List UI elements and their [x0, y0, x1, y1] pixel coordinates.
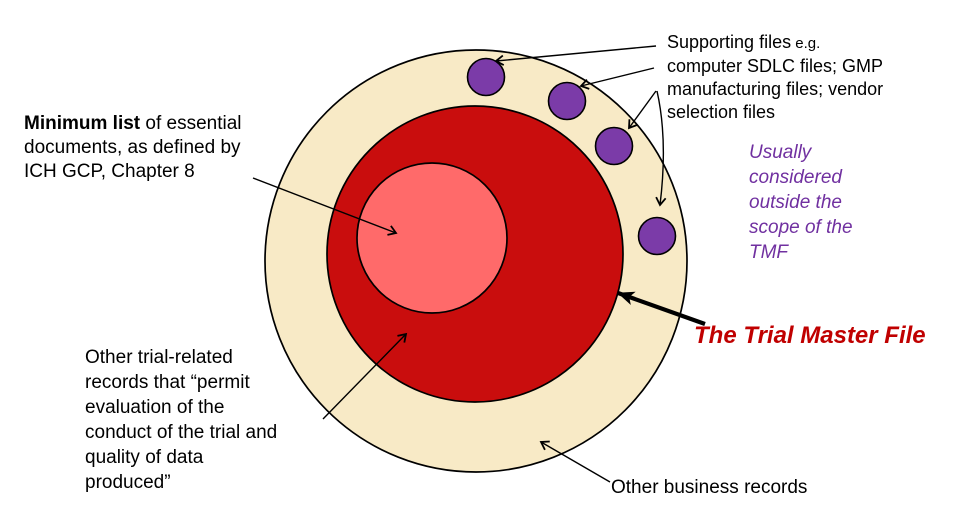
arrow-supporting-file-1 — [494, 45, 657, 66]
arrow-other-business-records — [539, 440, 611, 483]
minimum-list-circle — [356, 162, 508, 314]
supporting-files-label-lead: Supporting files — [667, 32, 792, 52]
supporting-files-label: Supporting files e.g. computer SDLC file… — [667, 31, 927, 124]
supporting-file-dot-1 — [466, 57, 506, 97]
arrow-supporting-file-3 — [628, 90, 657, 130]
supporting-file-dot-2 — [547, 81, 587, 121]
arrow-tmf-title — [617, 291, 706, 326]
arrow-supporting-file-2 — [579, 67, 655, 90]
other-trial-records-label: Other trial-related records that “permit… — [85, 347, 278, 493]
arrow-minimum-list — [252, 177, 398, 236]
minimum-list-label: Minimum list of essential documents, as … — [24, 112, 286, 184]
supporting-file-dot-3 — [594, 126, 634, 166]
outside-scope-label: Usually considered outside the scope of … — [749, 142, 853, 263]
arrow-supporting-file-4 — [655, 90, 667, 207]
supporting-file-dot-4 — [637, 216, 677, 256]
supporting-files-label-rest: computer SDLC files; GMP manufacturing f… — [667, 56, 884, 122]
minimum-list-label-rest: of essential documents, as defined by IC… — [24, 113, 242, 182]
other-business-records-label: Other business records — [611, 477, 808, 498]
minimum-list-label-bold: Minimum list — [24, 113, 141, 134]
arrow-other-trial-records — [322, 332, 408, 420]
tmf-title-label: The Trial Master File — [694, 322, 926, 349]
supporting-files-label-eg: e.g. — [791, 35, 821, 52]
